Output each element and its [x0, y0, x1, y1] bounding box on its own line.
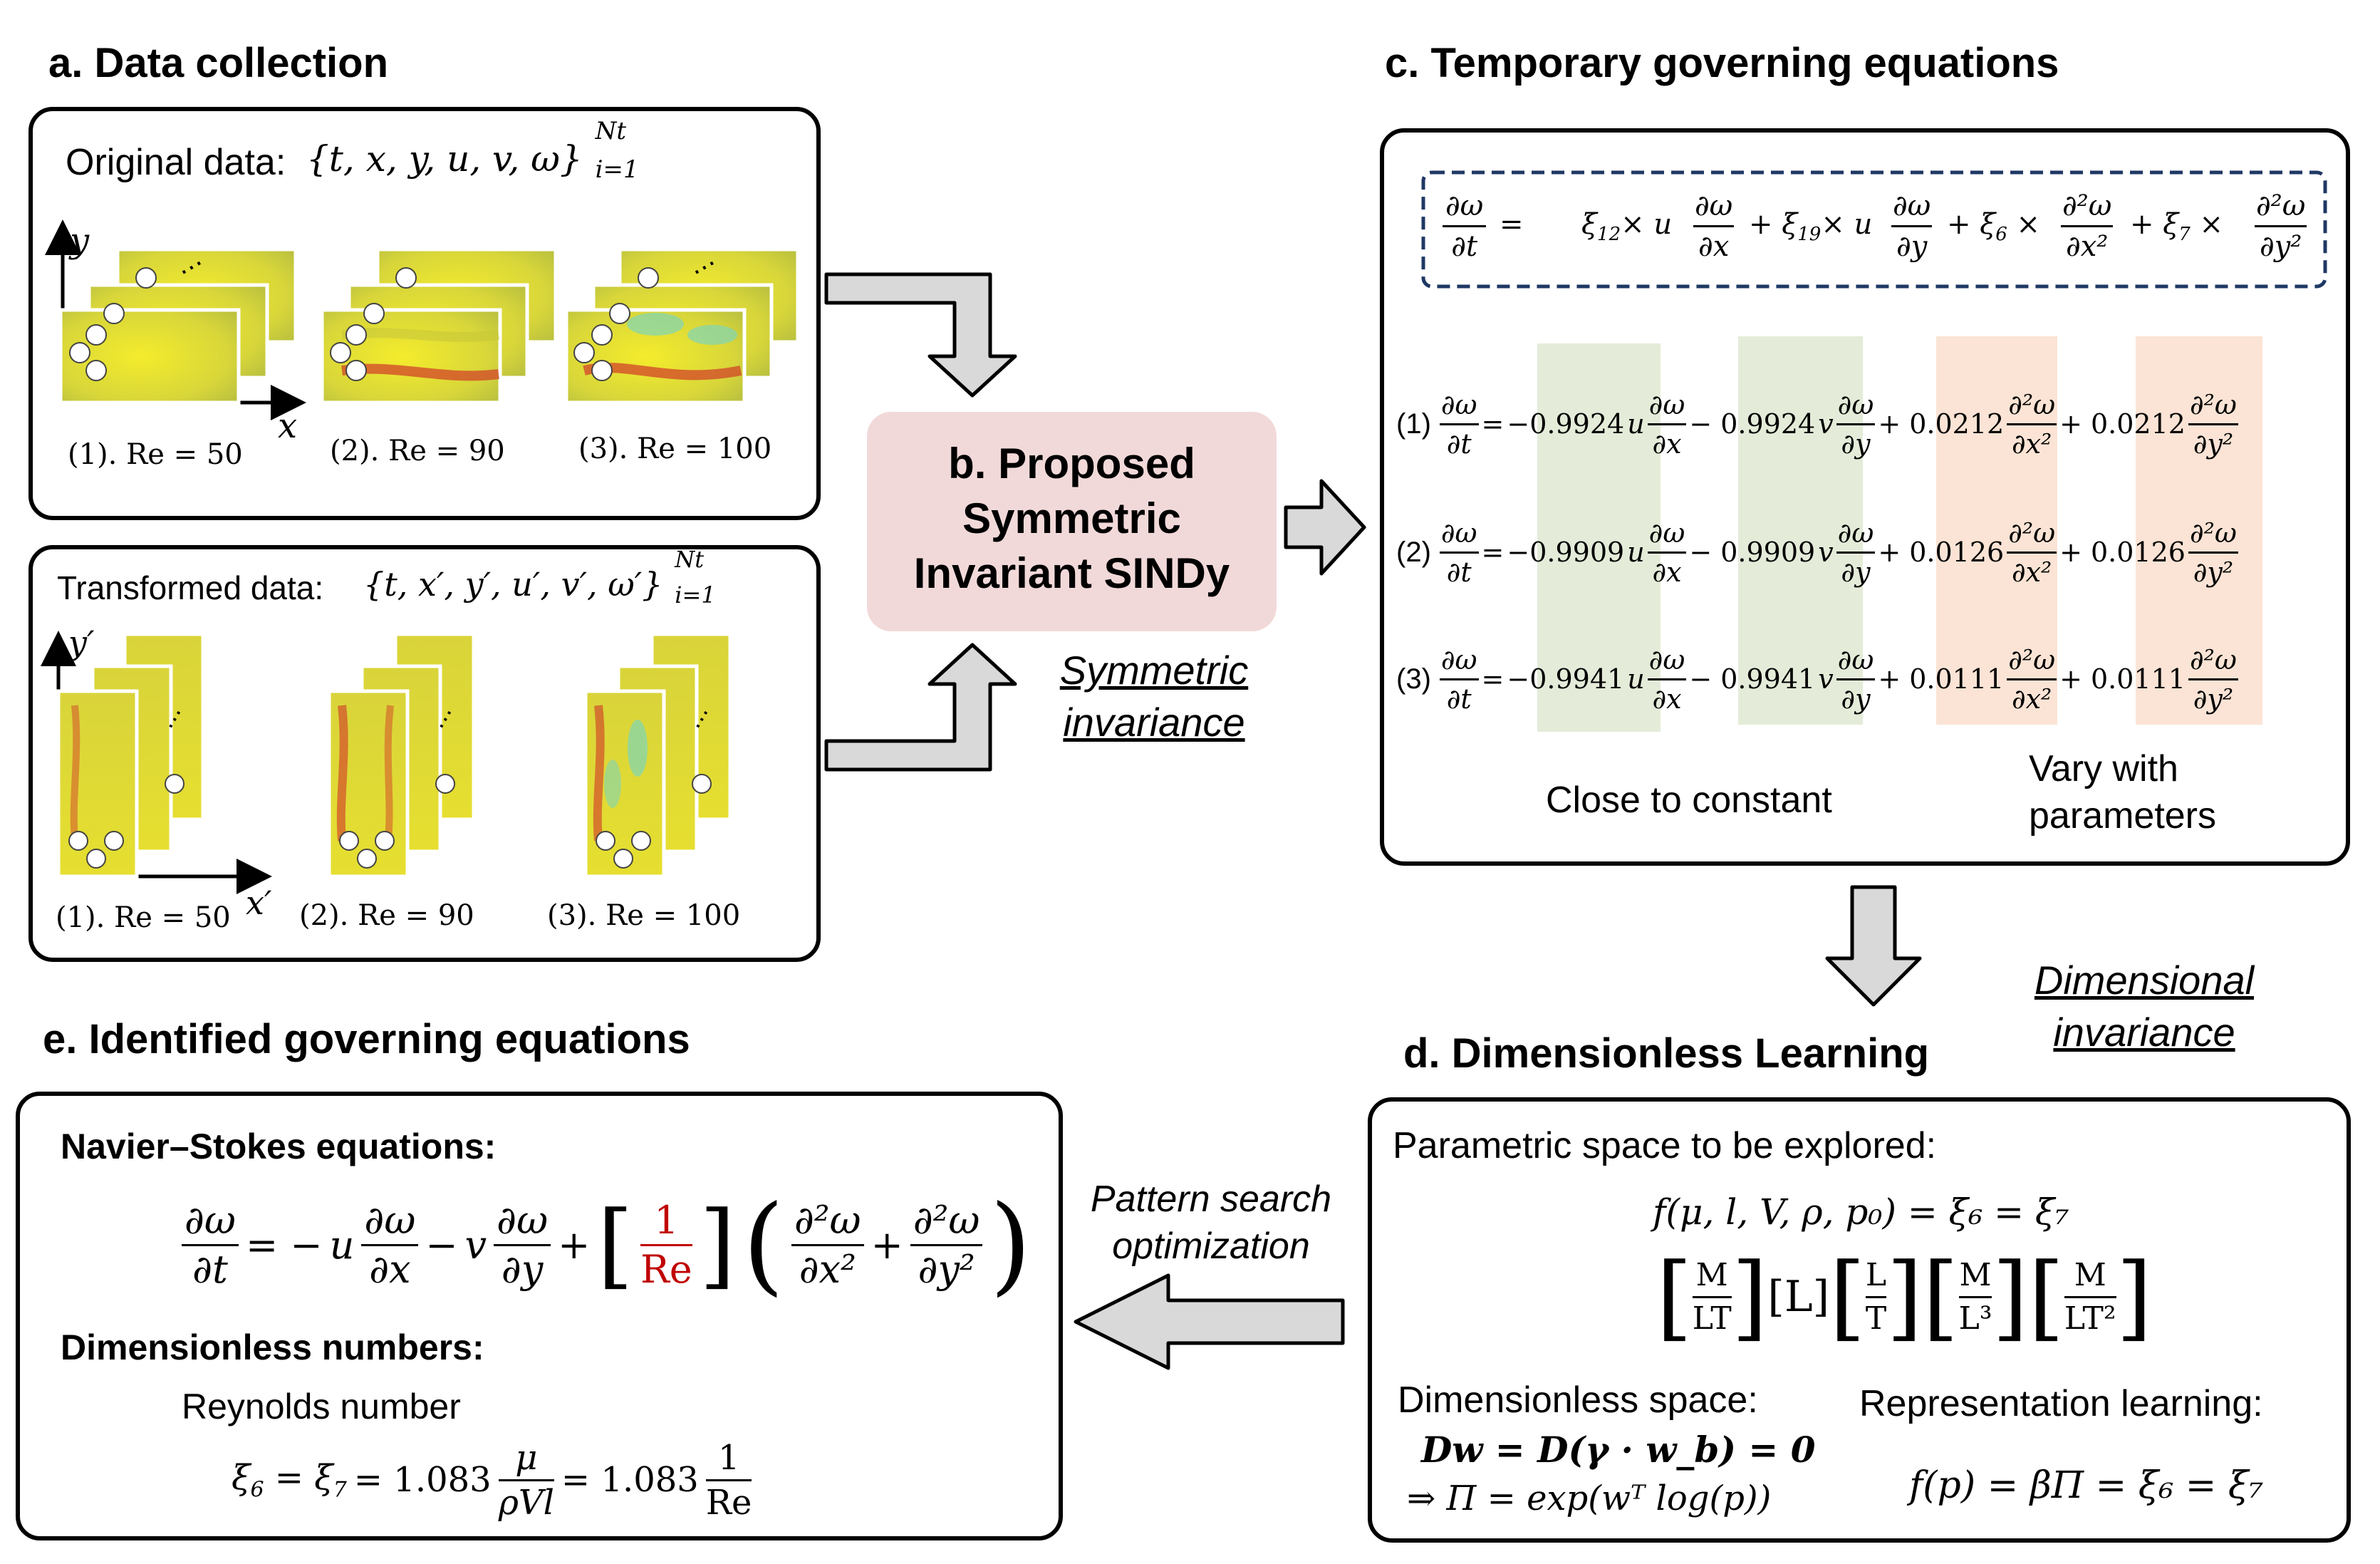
template-term-2: + ξ19× u — [1749, 208, 1873, 245]
arrow-temporary-to-dimensionless — [1825, 885, 1922, 1007]
arrow-original-to-sindy — [824, 272, 1017, 398]
transformed-data-set: {t, x′, y′, u′, v′, ω′} Nt i=1 — [363, 546, 716, 608]
coef-advection-x: −0.9941 — [1507, 663, 1625, 695]
pattern-search-note: Pattern search optimization — [1069, 1176, 1353, 1270]
orange-highlight-1 — [1936, 336, 2057, 725]
row-id: (1) — [1396, 408, 1431, 440]
flow-field-stack-re100: ⋯ — [564, 247, 800, 405]
original-sub: i=1 — [595, 155, 639, 184]
representation-learning-eq: f(p) = βΠ = ξ₆ = ξ₇ — [1909, 1464, 2264, 1507]
sindy-line-1: b. Proposed — [948, 440, 1195, 487]
coef-diffusion-x: + 0.0212 — [1878, 408, 2005, 440]
arrow-sindy-to-temporary — [1284, 479, 1366, 576]
section-e-title: e. Identified governing equations — [43, 1016, 690, 1062]
template-term-1: ξ12× u — [1581, 208, 1673, 245]
sindy-box — [867, 412, 1277, 631]
close-to-constant-label: Close to constant — [1546, 780, 1832, 821]
section-a-title: a. Data collection — [48, 40, 389, 86]
coef-diffusion-x: + 0.0111 — [1878, 663, 2005, 695]
case-label-re90: (2). Re = 90 — [330, 435, 505, 467]
axis-yprime-label: y′ — [68, 623, 95, 662]
dimensional-note-line-2: invariance — [2053, 1009, 2235, 1055]
orange-highlight-2 — [2136, 336, 2262, 725]
dimensional-note-line-1: Dimensional — [2034, 958, 2255, 1003]
axis-y-label: y — [70, 221, 90, 261]
template-equation: ∂ω∂t = ξ12× u ∂ω∂x + ξ19× u ∂ω∂y + ξ6 × … — [1435, 187, 2319, 272]
param-space-equation: f(μ, l, V, ρ, p₀) = ξ₆ = ξ₇ — [1653, 1191, 2069, 1233]
section-d-title: d. Dimensionless Learning — [1403, 1030, 1930, 1077]
dimensionless-space-label: Dimensionless space: — [1398, 1379, 1758, 1421]
original-sup: Nt — [595, 117, 627, 145]
case-label-re50: (1). Re = 50 — [68, 438, 243, 471]
arrow-dimensionless-to-identified — [1074, 1273, 1345, 1370]
coef-advection-x: −0.9909 — [1507, 537, 1625, 568]
sindy-line-3: Invariant SINDy — [913, 549, 1230, 597]
pattern-note-line-1: Pattern search — [1090, 1179, 1332, 1220]
transformed-sub: i=1 — [675, 581, 716, 608]
coef-advection-x: −0.9924 — [1507, 408, 1625, 440]
sindy-line-2: Symmetric — [962, 494, 1181, 542]
transformed-case-re90: (2). Re = 90 — [299, 899, 474, 932]
original-data-set: {t, x, y, u, v, ω} Nt i=1 — [306, 117, 639, 184]
coef-advection-y: − 0.9924 — [1689, 408, 1816, 440]
sindy-box-text: b. Proposed Symmetric Invariant SINDy — [867, 436, 1277, 601]
dimensionless-space-eq2: ⇒ Π = exp(wᵀ log(p)) — [1407, 1478, 1772, 1518]
dimensionless-space-eq1: Dw = D(γ · w_b) = 0 — [1421, 1429, 1816, 1471]
arrow-transformed-to-sindy — [824, 643, 1017, 772]
template-term-4: + ξ7 × — [2130, 208, 2224, 245]
param-space-label: Parametric space to be explored: — [1393, 1125, 1937, 1166]
transformed-stack-re50: ⋯ — [56, 632, 205, 879]
vary-line-2: parameters — [2029, 795, 2216, 837]
coef-advection-y: − 0.9941 — [1689, 663, 1816, 695]
transformed-data-label: Transformed data: — [57, 569, 324, 606]
dimensionless-numbers-label: Dimensionless numbers: — [61, 1327, 484, 1367]
coef-diffusion-y: + 0.0212 — [2059, 408, 2186, 440]
temporary-equations-panel — [1380, 128, 2350, 866]
dimensional-invariance-note: Dimensional invariance — [2016, 955, 2272, 1059]
vary-line-1: Vary with — [2029, 748, 2178, 789]
template-equation-frame — [1421, 170, 2327, 289]
coef-diffusion-x: + 0.0126 — [1878, 537, 2005, 568]
symmetric-note-line-2: invariance — [1063, 699, 1245, 745]
reynolds-number-label: Reynolds number — [182, 1387, 461, 1426]
coef-diffusion-y: + 0.0111 — [2059, 663, 2186, 695]
transformed-case-re50: (1). Re = 50 — [56, 901, 231, 934]
row-id: (2) — [1396, 536, 1431, 568]
flow-field-stack-re50: ⋯ — [58, 247, 298, 405]
symmetric-note-line-1: Symmetric — [1059, 648, 1249, 693]
transformed-stack-re100: ⋯ — [583, 632, 732, 879]
identified-equations-panel — [16, 1092, 1063, 1540]
transformed-case-re100: (3). Re = 100 — [547, 899, 741, 932]
case-label-re100: (3). Re = 100 — [578, 433, 772, 465]
template-lhs: ∂ω∂t — [1443, 187, 1487, 266]
representation-learning-label: Representation learning: — [1859, 1383, 2263, 1424]
dimensionless-learning-panel — [1368, 1097, 2351, 1543]
section-c-title: c. Temporary governing equations — [1385, 40, 2059, 86]
flow-field-stack-re90 — [320, 247, 558, 405]
vary-with-parameters-label: Vary with parameters — [2029, 745, 2216, 839]
green-highlight-2 — [1738, 336, 1863, 725]
original-data-label: Original data: — [66, 142, 286, 183]
green-highlight-1 — [1537, 343, 1661, 732]
transformed-stack-re90: ⋯ — [327, 632, 476, 879]
coef-advection-y: − 0.9909 — [1689, 537, 1816, 568]
transformed-sup: Nt — [675, 546, 705, 573]
navier-stokes-label: Navier–Stokes equations: — [61, 1127, 497, 1166]
row-id: (3) — [1396, 663, 1431, 695]
axis-x-label: x — [278, 406, 298, 446]
axis-xprime-label: x′ — [246, 884, 272, 922]
template-term-3: + ξ6 × — [1947, 208, 2041, 245]
coef-diffusion-y: + 0.0126 — [2059, 537, 2186, 568]
symmetric-invariance-note: Symmetric invariance — [1047, 645, 1261, 749]
pattern-note-line-2: optimization — [1112, 1226, 1310, 1267]
